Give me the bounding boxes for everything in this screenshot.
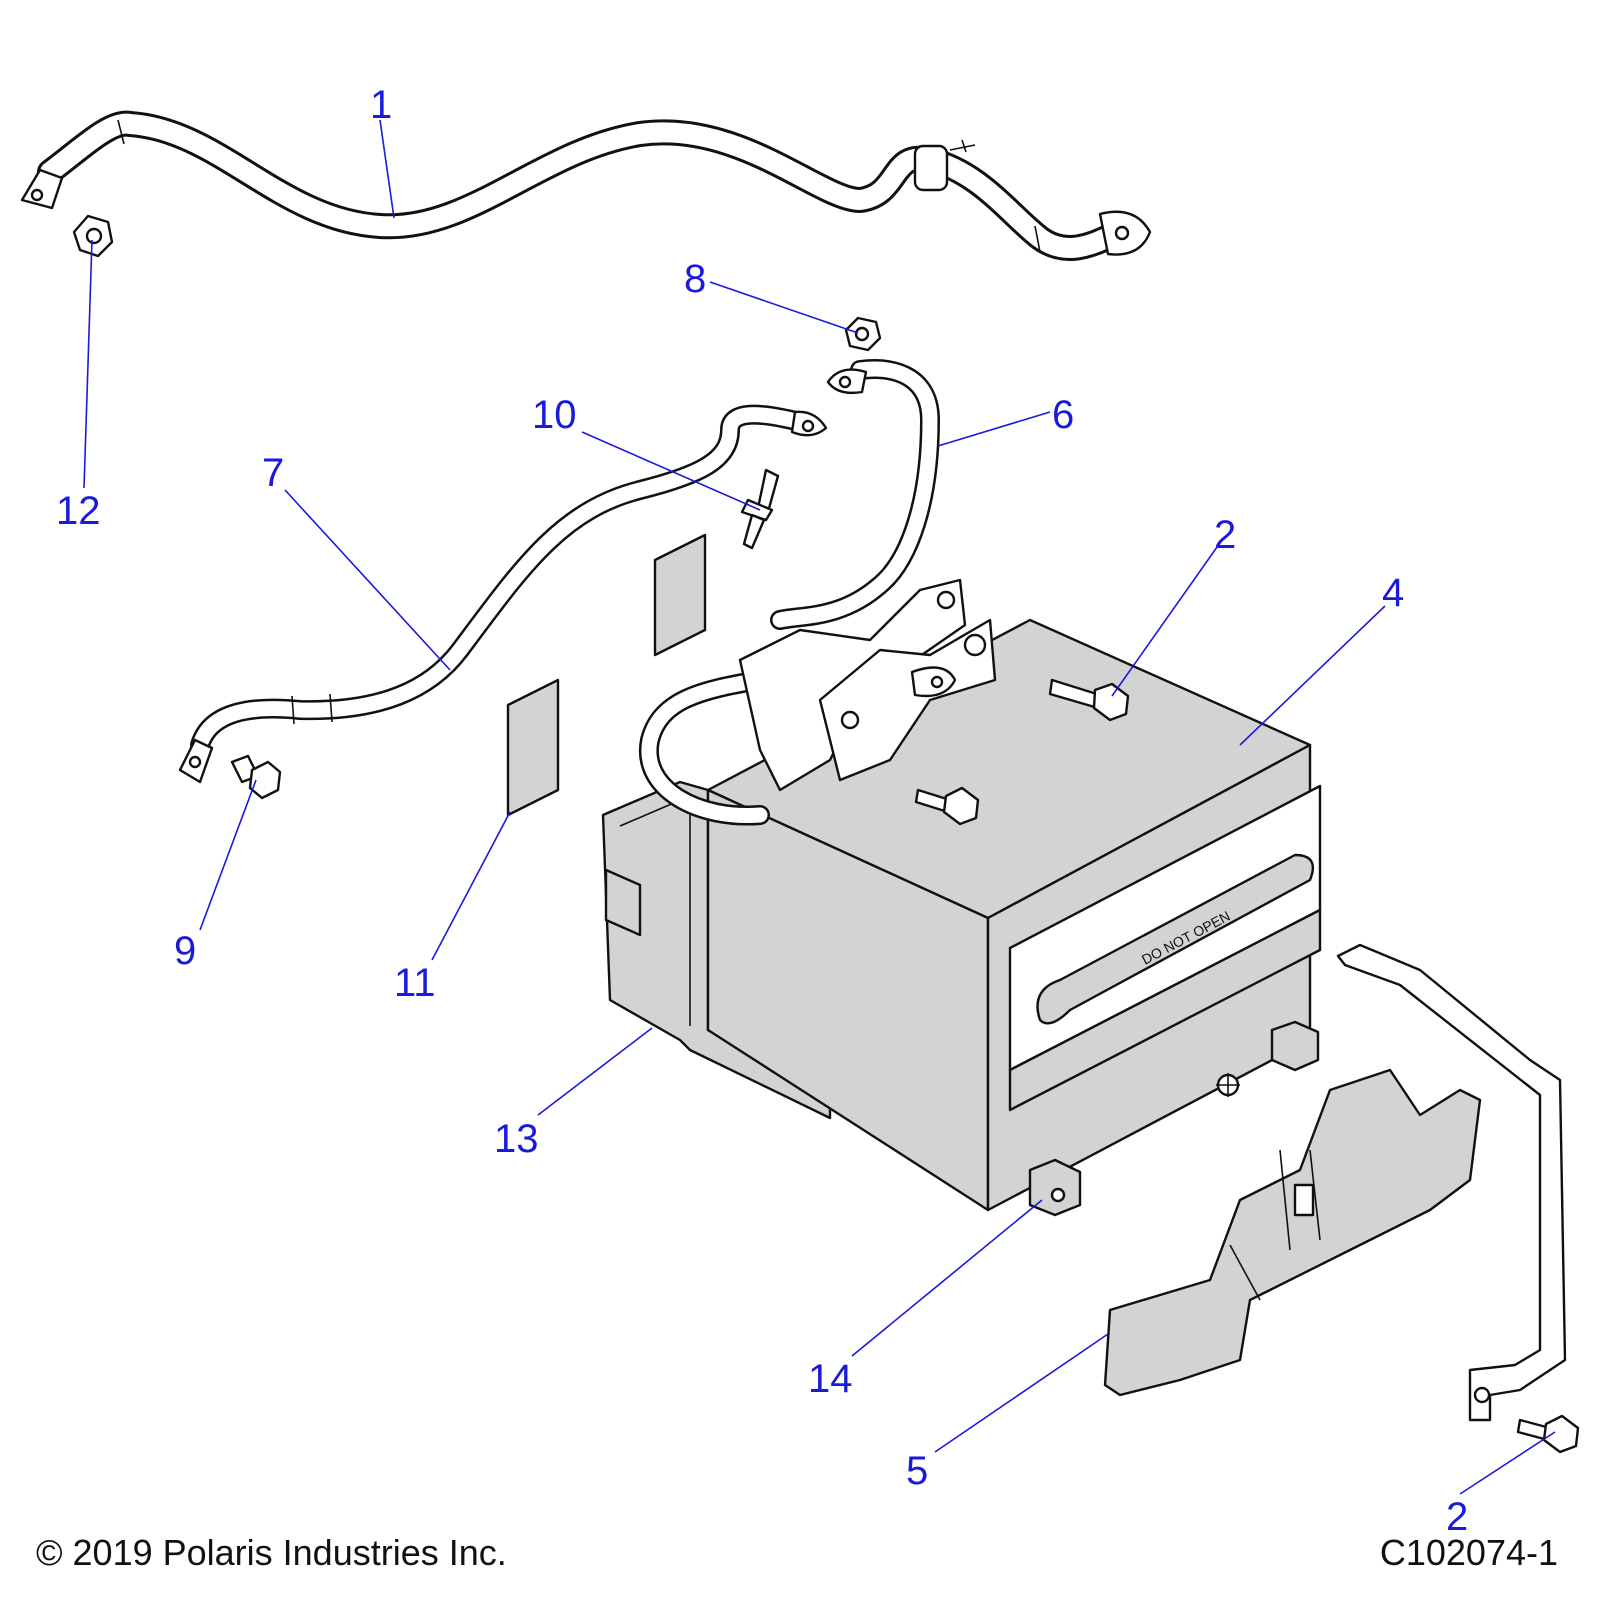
callout-5: 5 xyxy=(906,1449,928,1493)
callout-10: 10 xyxy=(532,393,577,437)
callout-2-bottom: 2 xyxy=(1446,1495,1468,1539)
part-4-battery: DO NOT OPEN xyxy=(706,618,1322,1217)
callout-9: 9 xyxy=(174,929,196,973)
callout-14: 14 xyxy=(808,1357,853,1401)
callout-13: 13 xyxy=(494,1117,539,1161)
side-bracket xyxy=(1336,943,1567,1422)
callout-6: 6 xyxy=(1052,393,1074,437)
part-14-clip xyxy=(1050,1187,1066,1203)
hold-down-bracket xyxy=(638,578,997,826)
leader-2a xyxy=(1111,539,1223,697)
callout-11: 11 xyxy=(394,961,436,1005)
leader-13 xyxy=(537,1027,653,1116)
callout-2-top: 2 xyxy=(1214,513,1236,557)
part-2-bolts-top xyxy=(914,678,1130,826)
part-1-main-cable xyxy=(20,110,1152,261)
callout-7: 7 xyxy=(262,451,284,495)
part-6-cable xyxy=(770,359,940,630)
drawing-number: C102074-1 xyxy=(1379,1532,1558,1573)
leader-4 xyxy=(1239,605,1386,746)
leader-5 xyxy=(934,1333,1109,1453)
part-7-cable xyxy=(178,404,828,784)
callout-1: 1 xyxy=(370,83,392,127)
part-8-nut xyxy=(844,316,882,352)
part-5-cover xyxy=(1103,1068,1482,1397)
callouts: 1 2 2 4 5 6 7 8 9 10 11 12 13 14 xyxy=(56,83,1468,1539)
leader-1 xyxy=(379,119,395,219)
leader-7 xyxy=(284,489,451,671)
part-10-pin xyxy=(740,468,780,550)
leader-11 xyxy=(431,811,511,961)
part-9-bolt xyxy=(230,754,282,800)
callout-8: 8 xyxy=(684,257,706,301)
part-12-nut xyxy=(72,214,114,258)
callout-4: 4 xyxy=(1382,571,1404,615)
leader-2b xyxy=(1459,1431,1556,1495)
leader-14 xyxy=(851,1199,1043,1357)
leader-lines xyxy=(83,119,1556,1495)
leader-6 xyxy=(937,411,1051,447)
part-11-pads xyxy=(506,533,707,817)
leader-9 xyxy=(199,779,257,931)
leader-10 xyxy=(581,431,761,511)
leader-8 xyxy=(709,281,859,334)
callout-12: 12 xyxy=(56,489,101,533)
copyright-text: © 2019 Polaris Industries Inc. xyxy=(36,1532,507,1573)
part-2-bolt-bottom xyxy=(1516,1414,1580,1454)
leader-12 xyxy=(83,239,93,489)
